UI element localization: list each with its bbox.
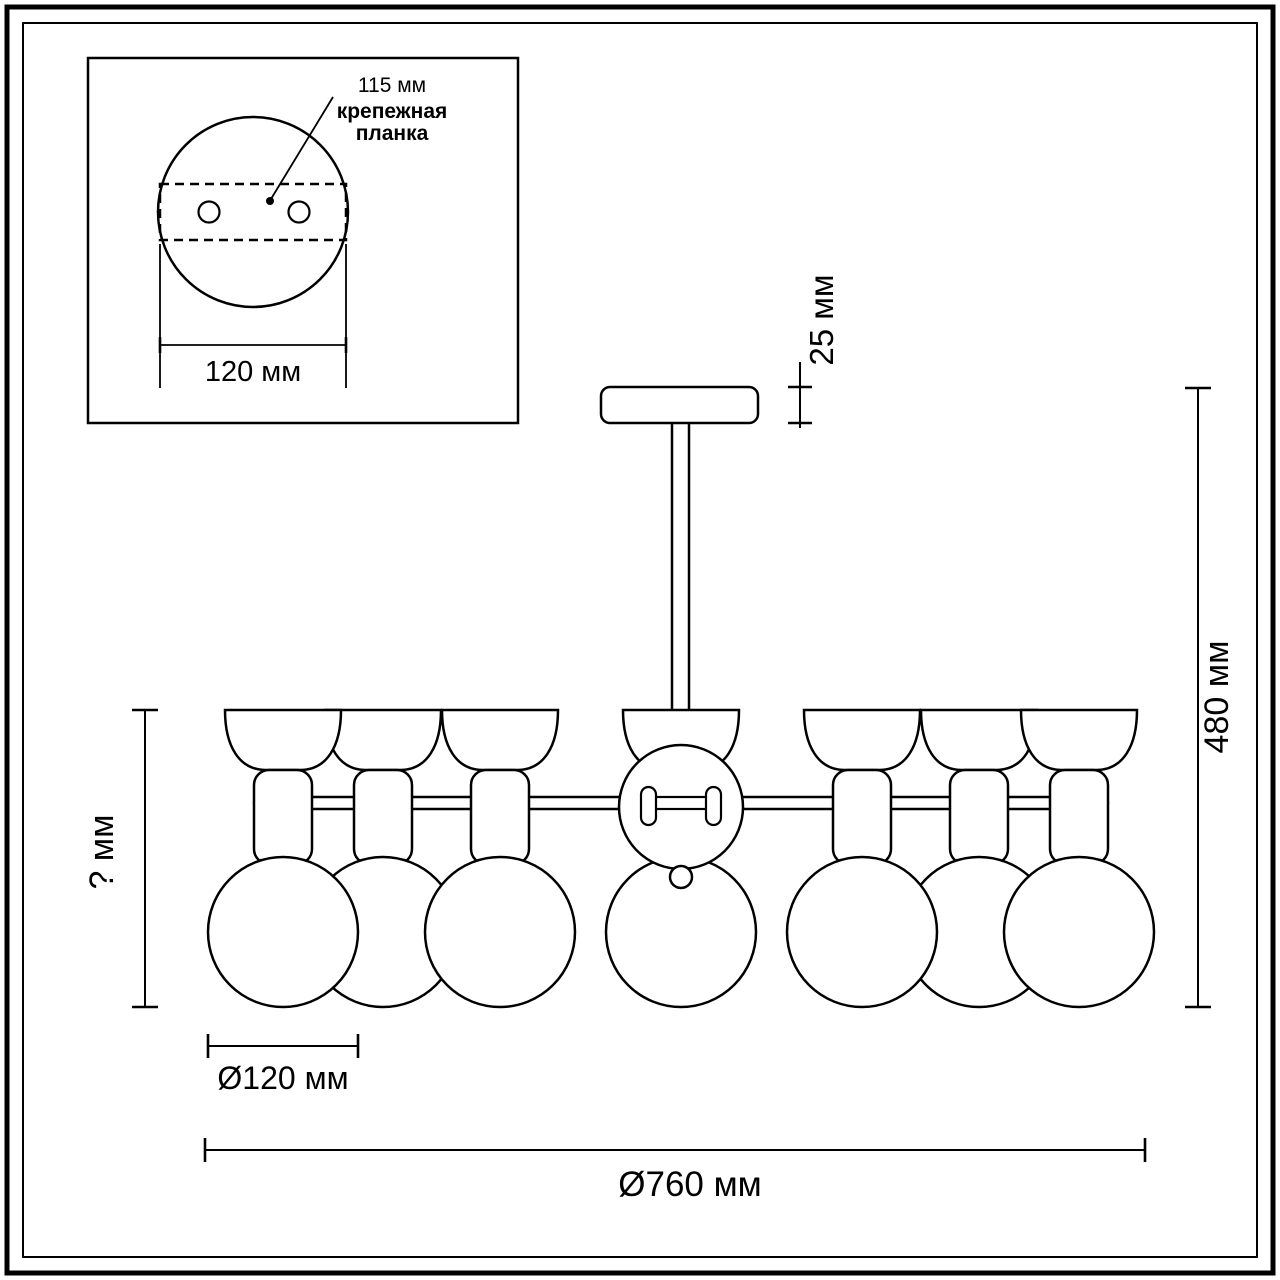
mounting-hole-left [197, 200, 221, 224]
outer-frame [4, 4, 1276, 1276]
ceiling-cup-circle [156, 115, 350, 309]
label-fixture-height: 480 мм [1198, 641, 1236, 754]
dimension-shade-drop [132, 708, 158, 1009]
mounting-plate-dashed-outline [158, 182, 348, 242]
lamp-arm-unit [785, 708, 939, 1009]
hub-connector-right [704, 785, 723, 827]
inner-frame [22, 22, 1258, 1258]
lamp-arm-unit [423, 708, 577, 1009]
label-shade-drop: ? мм [83, 814, 121, 889]
label-shade-diameter: Ø120 мм [217, 1060, 348, 1096]
dimension-canopy-height [788, 362, 812, 428]
dimension-plate-width [158, 244, 348, 388]
label-canopy-height: 25 мм [803, 274, 840, 365]
label-mounting-plate-line1: крепежная [337, 100, 448, 123]
leader-dot [266, 197, 274, 205]
mounting-hole-right [287, 200, 311, 224]
label-fixture-diameter: Ø760 мм [618, 1165, 761, 1204]
ceiling-canopy [599, 385, 760, 425]
label-mounting-plate-line2: планка [356, 122, 429, 145]
hub-connector-left [639, 785, 658, 827]
hub-finial-ball [668, 864, 694, 890]
dimension-fixture-diameter [203, 1138, 1147, 1162]
inset-mounting-diagram: 115 мм крепежная планка 120 мм [86, 56, 520, 425]
dimension-shade-diameter [206, 1034, 360, 1058]
label-plate-width: 120 мм [205, 356, 301, 388]
chandelier-side-view [206, 385, 1156, 1009]
dimension-fixture-height [1185, 386, 1211, 1009]
label-hole-spacing: 115 мм [358, 74, 426, 97]
leader-line [270, 96, 334, 200]
